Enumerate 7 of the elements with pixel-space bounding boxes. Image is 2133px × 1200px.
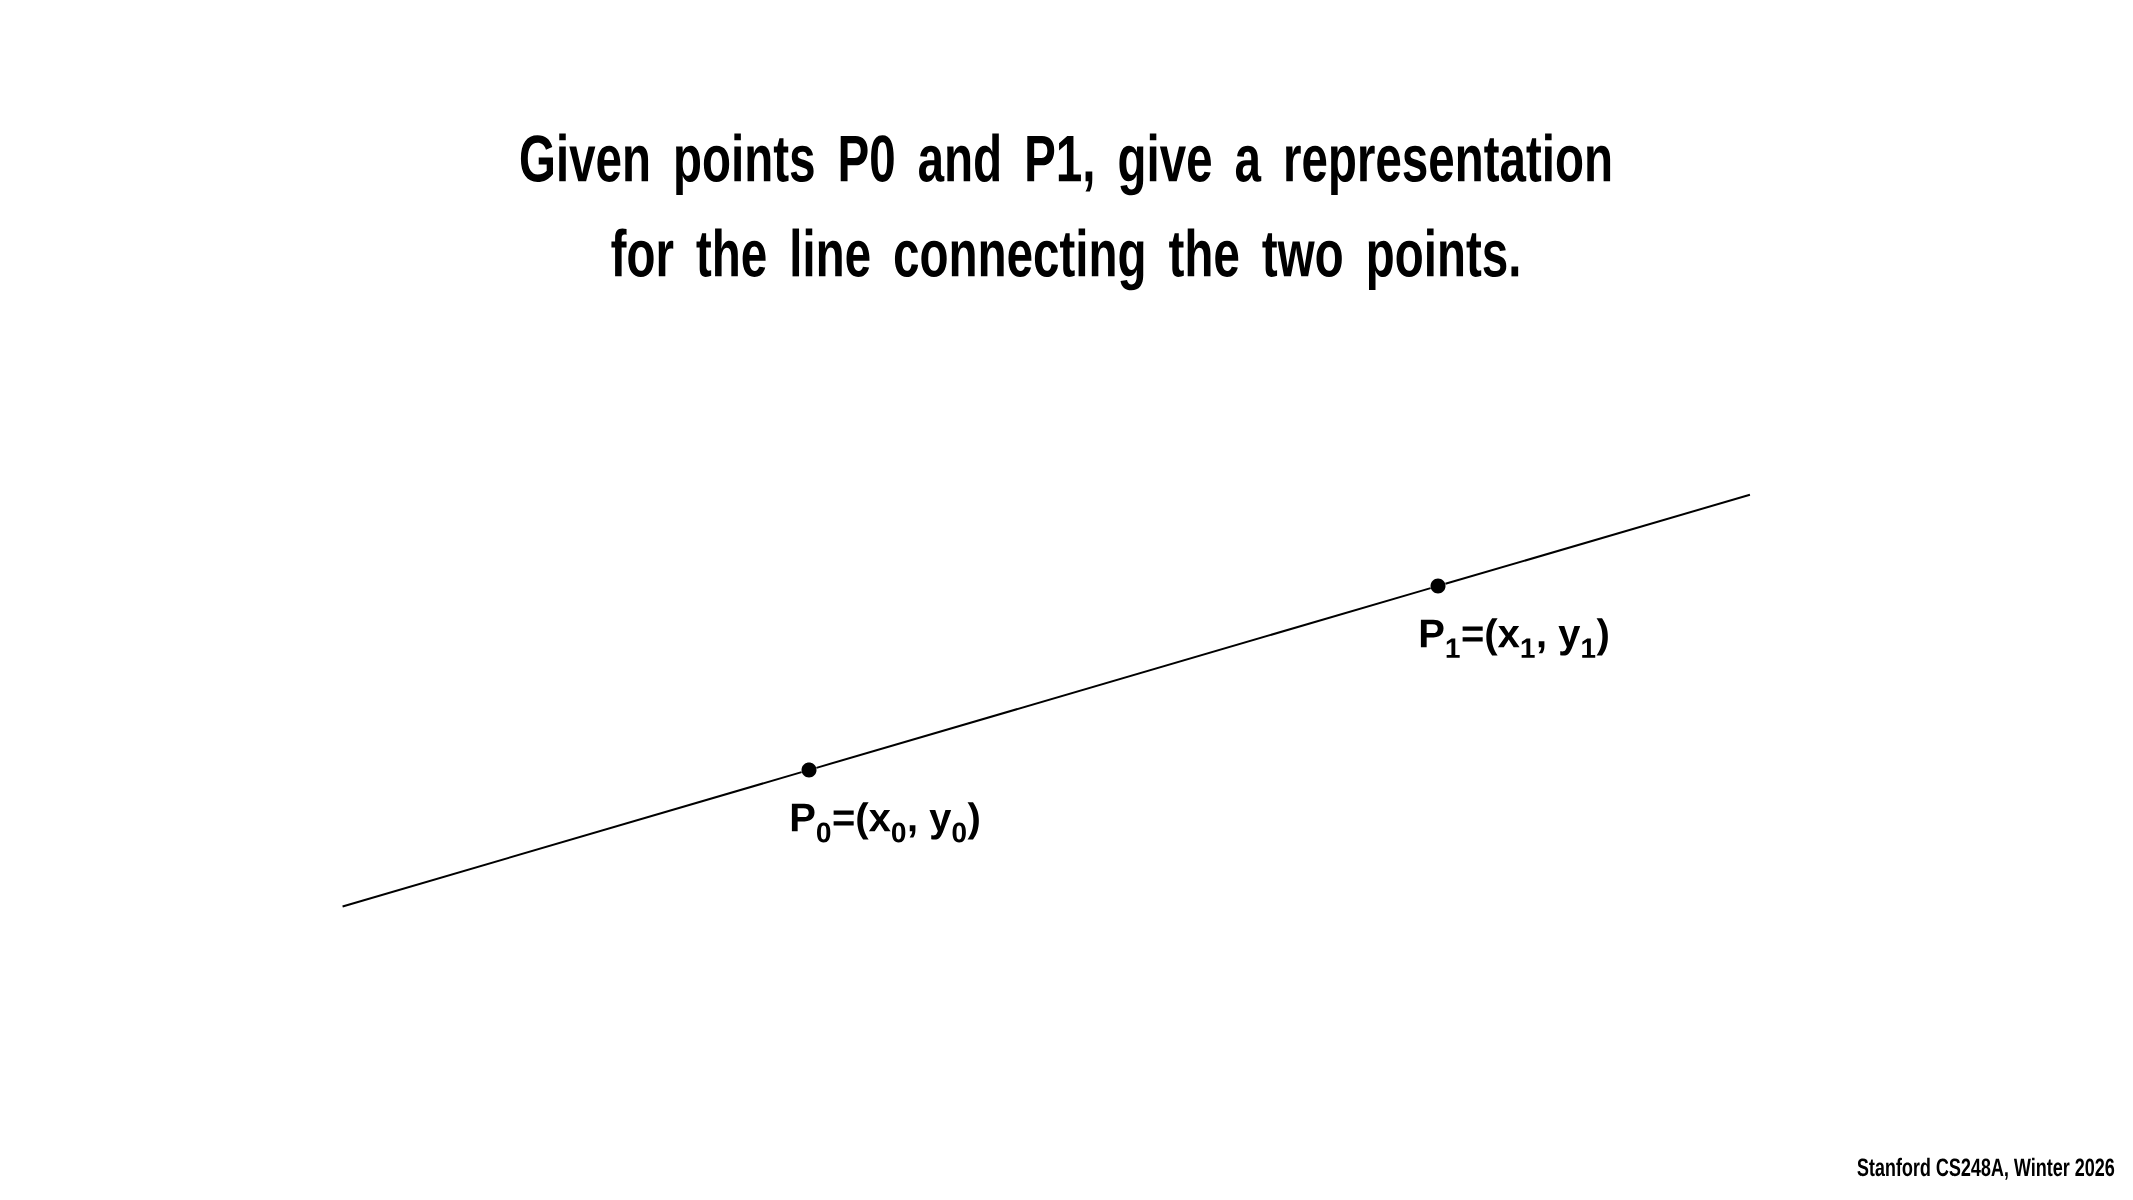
point-label: P$_{0}$=(x$_{0}$, y$_{0}$)	[791, 802, 979, 843]
point-dot	[801, 762, 817, 778]
point-dot	[1430, 578, 1446, 594]
footer-note: Stanford CS248A, Winter 2026	[1857, 1157, 2115, 1180]
line	[815, 587, 1432, 769]
point-label: P$_{1}$=(x$_{1}$, y$_{1}$)	[1420, 618, 1608, 658]
title: Given points P0 and P1, give a representation for the line connecting the two points.	[520, 133, 1611, 291]
